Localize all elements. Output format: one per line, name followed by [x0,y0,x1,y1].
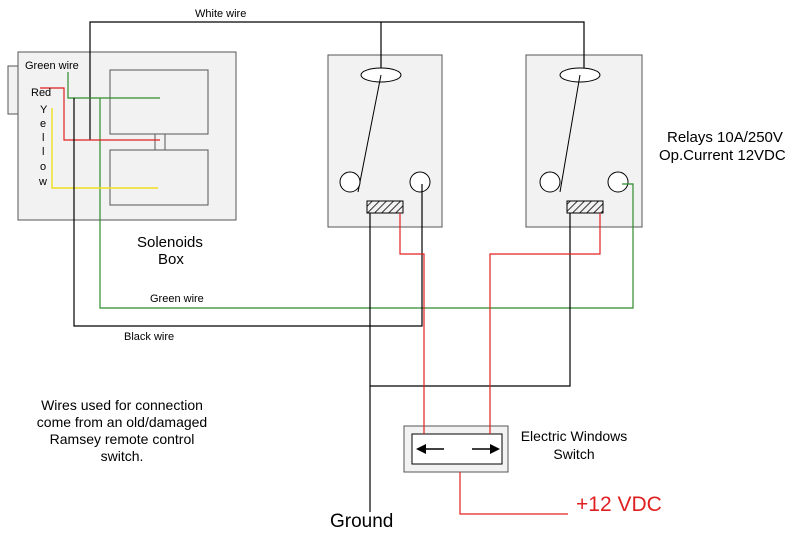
solenoid-upper [109,69,209,135]
red-wire-solenoid [40,87,160,141]
yellow-label: Y e l l o w [38,104,48,188]
red-wire-relay-2 [489,213,601,434]
green-wire-run [99,98,634,309]
relay-2 [525,54,643,228]
solenoids-box-label-line1: Solenoids [137,234,203,251]
relay-1-terminal [366,200,404,214]
note-line: Wires used for connection [41,397,203,413]
solenoid-lower [109,149,209,206]
black-wire [73,98,423,327]
red-wire-relay-1 [399,213,425,434]
yellow-letter: Y [40,104,48,116]
white-wire [89,21,585,140]
supply-wire [459,472,568,515]
arrow-right-icon [472,444,500,454]
note-line: switch. [101,448,144,464]
solenoids-box-label-line2: Box [158,251,184,268]
red-label: Red [31,87,51,99]
ground-bus [370,213,571,387]
relay-2-terminal [566,200,604,214]
relay-1-nc-contact [339,171,361,193]
black-wire-label: Black wire [124,331,174,343]
yellow-wire [51,108,158,189]
electric-windows-switch [403,425,509,473]
solenoid-link [154,133,166,151]
relays-label-line1: Relays 10A/250V [667,129,783,146]
ground-label: Ground [330,511,393,532]
relays-label-line2: Op.Current 12VDC [659,147,786,164]
yellow-letter: l [42,132,44,144]
relay-2-nc-contact [539,171,561,193]
green-wire-top [67,72,160,99]
voltage-label: +12 VDC [576,493,662,516]
yellow-letter: l [42,146,44,158]
note: Wires used for connection come from an o… [37,397,207,464]
solenoids-box [7,51,237,221]
yellow-letter: w [38,176,47,188]
note-line: Ramsey remote control [50,431,195,447]
switch-label-line1: Electric Windows [521,428,628,444]
yellow-letter: e [40,118,46,130]
yellow-letter: o [40,161,46,173]
relay-1 [327,54,443,228]
relay-1-no-contact [409,171,431,193]
switch-label-line2: Switch [553,446,594,462]
arrow-left-icon [416,444,444,454]
white-wire-label: White wire [195,8,246,20]
green-wire-bottom-label: Green wire [150,293,204,305]
note-line: come from an old/damaged [37,414,207,430]
relay-2-no-contact [607,171,629,193]
green-wire-top-label: Green wire [25,60,79,72]
